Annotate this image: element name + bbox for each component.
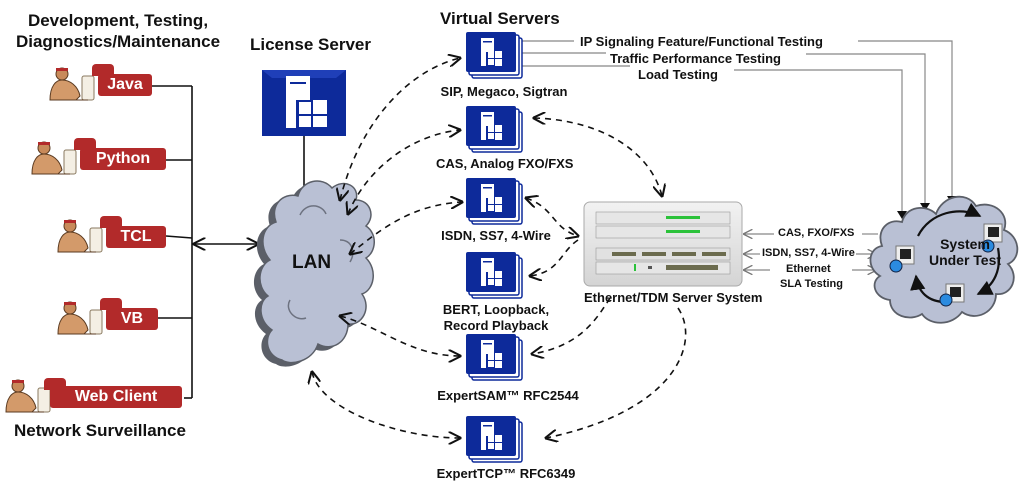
virtual-server-icon: [465, 415, 523, 463]
interface-ethernet: Ethernet: [786, 263, 831, 275]
client-tag-vb[interactable]: VB: [106, 308, 158, 330]
sut-label-line2: Under Test: [928, 252, 1002, 268]
virtual-server-label-expertsam: ExpertSAM™ RFC2544: [428, 388, 588, 404]
vs-label-line: ExpertTCP™ RFC6349: [436, 466, 576, 481]
virtual-server-label-sip: SIP, Megaco, Sigtran: [436, 84, 572, 100]
dev-title: Development, Testing, Diagnostics/Mainte…: [0, 10, 236, 52]
vs-label-line: ExpertSAM™ RFC2544: [437, 388, 579, 403]
interface-isdn: ISDN, SS7, 4-Wire: [762, 247, 855, 259]
sut-computer-icon: [889, 245, 915, 273]
person-at-computer-icon: [31, 141, 77, 175]
sut-cloud: [869, 195, 1019, 324]
person-at-computer-icon: [49, 67, 95, 101]
vs-label-line: ISDN, SS7, 4-Wire: [441, 228, 551, 243]
client-tag-web-client[interactable]: Web Client: [50, 386, 182, 408]
dev-title-line2: Diagnostics/Maintenance: [15, 32, 221, 51]
testing-type-traffic-performance: Traffic Performance Testing: [610, 51, 781, 66]
lan-label: LAN: [292, 252, 332, 273]
client-bus: [150, 85, 305, 399]
people: [5, 67, 103, 413]
virtual-server-icon: [465, 333, 523, 381]
sut-computer-icon: [981, 223, 1003, 253]
virtual-server-label-bert: BERT, Loopback, Record Playback: [428, 302, 564, 334]
server-rack: [583, 201, 743, 287]
sut-label-line1: System: [940, 236, 990, 252]
virtual-server-label-cas: CAS, Analog FXO/FXS: [436, 156, 574, 172]
virtual-server-icon: [465, 251, 523, 299]
vs-label-line: Record Playback: [443, 318, 549, 333]
sut-label: System Under Test: [920, 236, 1010, 268]
testing-type-load: Load Testing: [638, 67, 718, 82]
network-surveillance-label: Network Surveillance: [14, 421, 186, 440]
person-at-computer-icon: [57, 219, 103, 253]
client-tag-tcl[interactable]: TCL: [106, 226, 166, 248]
testing-lines: [520, 40, 953, 212]
virtual-server-icon: [465, 105, 523, 153]
interface-sla-testing: SLA Testing: [780, 278, 843, 290]
virtual-servers-title: Virtual Servers: [440, 9, 560, 28]
testing-type-ip-signaling: IP Signaling Feature/Functional Testing: [580, 34, 823, 49]
dashed-links: [312, 58, 687, 438]
vs-label-line: SIP, Megaco, Sigtran: [440, 84, 568, 99]
vs-label-line: CAS, Analog FXO/FXS: [436, 156, 574, 171]
virtual-server-icon: [465, 31, 523, 79]
dev-title-line1: Development, Testing,: [27, 11, 209, 30]
server-system-label: Ethernet/TDM Server System: [584, 290, 763, 305]
virtual-server-icon: [465, 177, 523, 225]
person-at-computer-icon: [57, 301, 103, 335]
person-at-computer-icon: [5, 379, 51, 413]
license-server-title: License Server: [250, 35, 371, 54]
vs-label-line: BERT, Loopback,: [442, 302, 550, 317]
virtual-server-label-isdn: ISDN, SS7, 4-Wire: [428, 228, 564, 244]
virtual-server-label-experttcp: ExpertTCP™ RFC6349: [426, 466, 586, 482]
interface-cas: CAS, FXO/FXS: [778, 227, 855, 239]
client-tag-java[interactable]: Java: [98, 74, 152, 96]
sut-computer-icon: [939, 283, 965, 307]
client-tag-python[interactable]: Python: [80, 148, 166, 170]
license-server-icon: [262, 70, 346, 136]
